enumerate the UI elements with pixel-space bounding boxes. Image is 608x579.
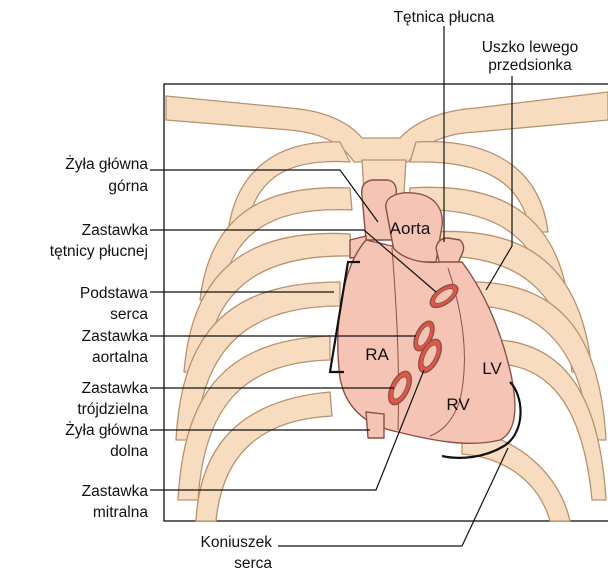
label-mitral-valve-1: Zastawka: [82, 483, 149, 500]
label-aortic-valve-1: Zastawka: [82, 328, 149, 345]
inferior-vena-cava: [366, 412, 384, 438]
label-mitral-valve-2: mitralna: [93, 504, 149, 521]
label-apex-1: Koniuszek: [200, 534, 272, 551]
label-apex-2: serca: [234, 555, 272, 572]
label-aortic-valve-2: aortalna: [92, 349, 148, 366]
label-heart-base-1: Podstawa: [80, 285, 148, 302]
label-pulmonary-valve-1: Zastawka: [82, 222, 149, 239]
label-ra: RA: [365, 345, 389, 364]
label-heart-base-2: serca: [110, 306, 148, 323]
label-tricuspid-valve-2: trójdzielna: [77, 401, 148, 418]
label-lv: LV: [482, 359, 502, 378]
label-ivc-1: Żyła główna: [65, 421, 148, 439]
label-rv: RV: [446, 395, 470, 414]
label-pulmonary-valve-2: tętnicy płucnej: [50, 243, 148, 260]
leader-apex: [278, 448, 508, 546]
label-svc-2: górna: [108, 178, 148, 195]
label-pulmonary-artery: Tętnica płucna: [394, 9, 495, 26]
label-tricuspid-valve-1: Zastawka: [82, 380, 149, 397]
clavicle-band: [166, 92, 608, 162]
label-aorta: Aorta: [390, 219, 431, 238]
label-left-atrial-appendage-2: przedsionka: [488, 57, 572, 74]
label-svc-1: Żyła główna: [65, 155, 148, 173]
label-ivc-2: dolna: [110, 443, 148, 460]
label-left-atrial-appendage-1: Uszko lewego: [482, 39, 579, 56]
